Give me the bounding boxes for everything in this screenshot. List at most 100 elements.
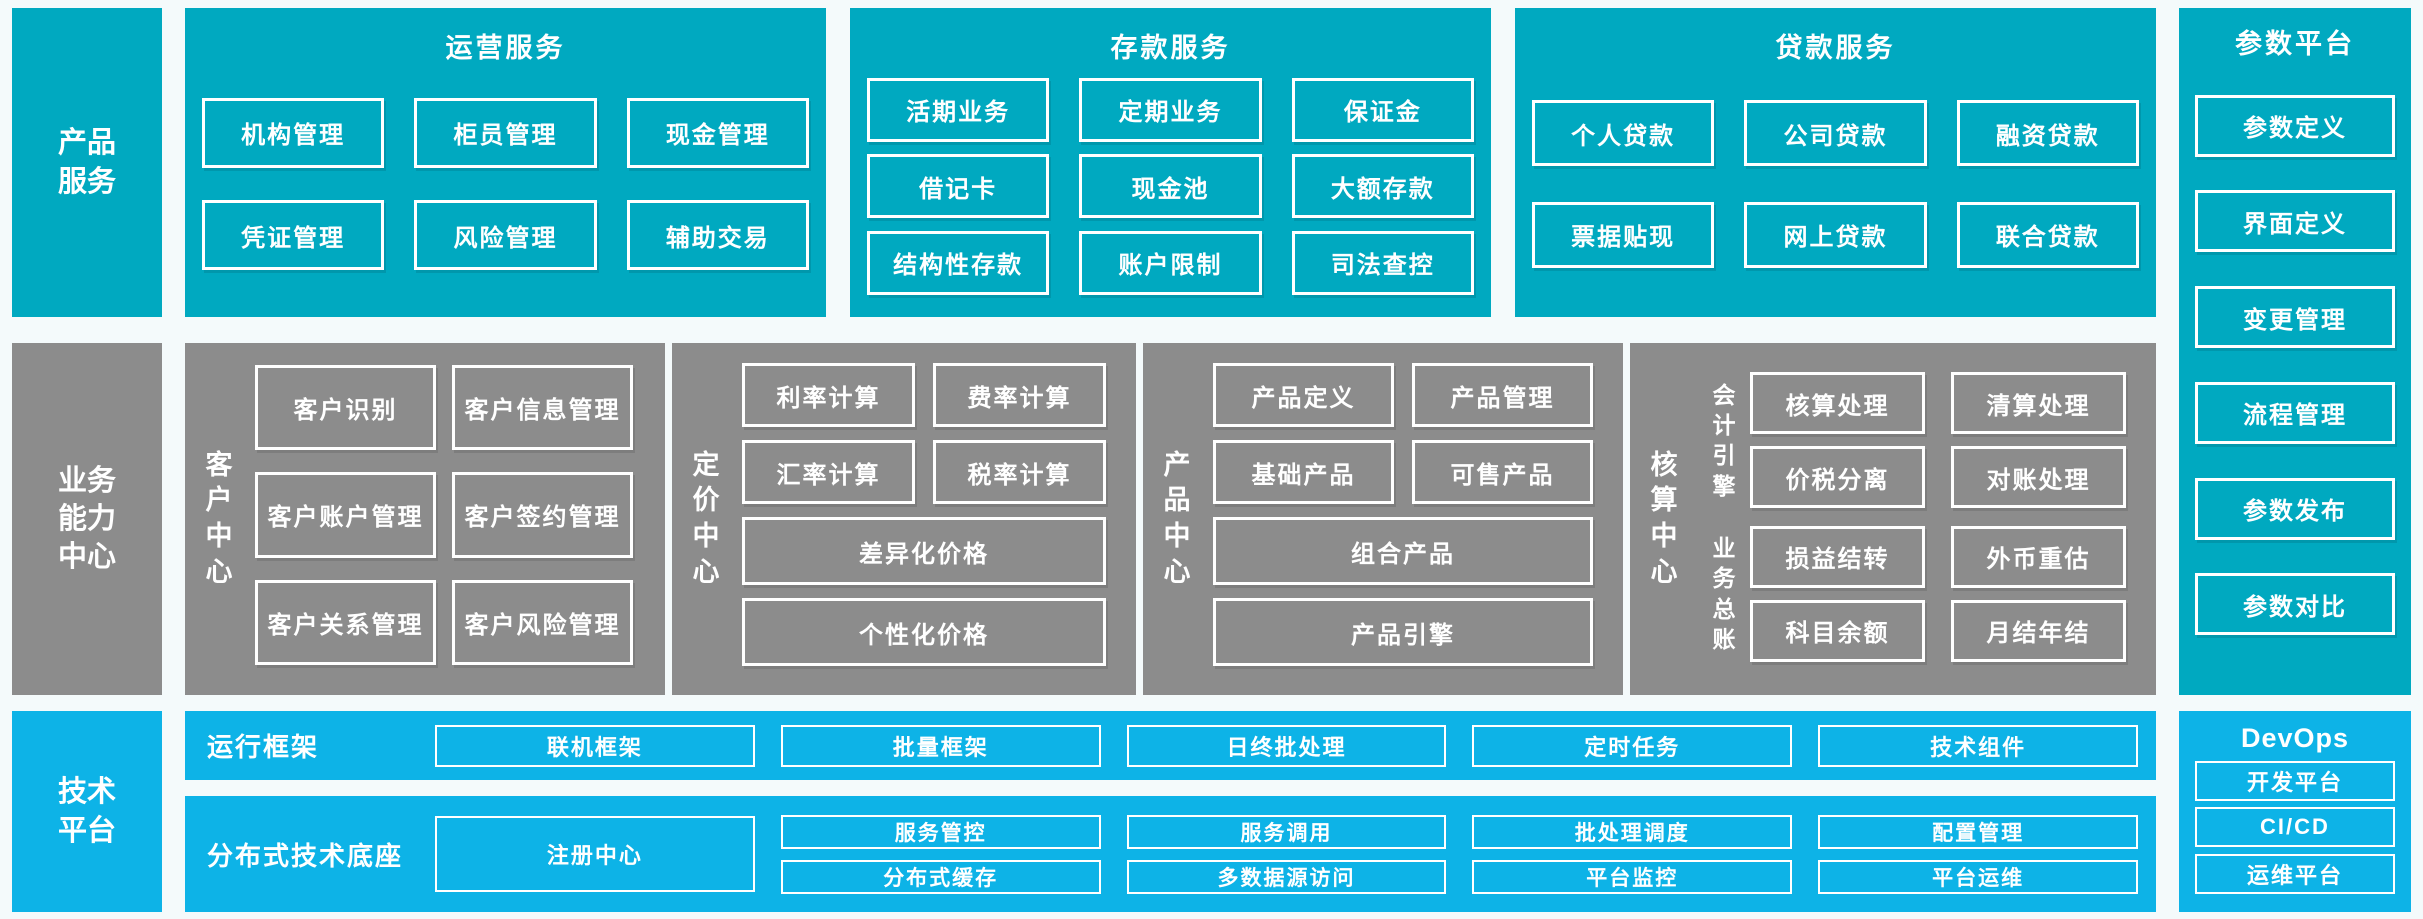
block-body: 产品定义 产品管理 基础产品 可售产品 组合产品 产品引擎: [1211, 343, 1623, 695]
box-row: 结构性存款 账户限制 司法查控: [867, 230, 1474, 295]
stacked-pair: 服务调用 多数据源访问: [1126, 814, 1447, 894]
module-box: 产品引擎: [1213, 598, 1593, 666]
center-label: 定 价 中 心: [692, 449, 720, 587]
box-row: 票据贴现 网上贷款 联合贷款: [1532, 201, 2139, 268]
product-services-row: 运营服务 机构管理 柜员管理 现金管理 凭证管理 风险管理 辅助交易 存款服务 …: [185, 8, 2156, 317]
section-label-technology-platform: 技术 平台: [12, 711, 162, 912]
block-distributed-tech-base: 分布式技术底座 注册中心 服务管控 分布式缓存 服务调用 多数据源访问 批处理调…: [185, 796, 2156, 912]
module-box: 运维平台: [2195, 853, 2395, 894]
module-box: 服务管控: [780, 814, 1101, 849]
section-label-text: 产品 服务: [57, 127, 116, 198]
module-box: 清算处理: [1951, 372, 2126, 435]
module-box: 税率计算: [933, 440, 1106, 504]
block-body: 个人贷款 公司贷款 融资贷款 票据贴现 网上贷款 联合贷款: [1515, 65, 2156, 317]
module-box: 差异化价格: [742, 517, 1106, 585]
block-title: DevOps: [2240, 723, 2350, 753]
section-label-text: 技术 平台: [57, 776, 116, 847]
module-box: 界面定义: [2195, 190, 2395, 253]
box-row: 机构管理 柜员管理 现金管理: [202, 97, 809, 168]
module-box: 批处理调度: [1472, 814, 1793, 849]
module-box: 辅助交易: [626, 200, 809, 271]
module-box: 定时任务: [1472, 724, 1793, 767]
module-box: 融资贷款: [1956, 100, 2139, 167]
block-title: 存款服务: [1110, 33, 1231, 63]
block-title: 参数平台: [2235, 29, 2355, 59]
module-box: 风险管理: [414, 200, 597, 271]
module-box: 对账处理: [1951, 446, 2126, 509]
module-box: 变更管理: [2195, 286, 2395, 349]
module-box: 开发平台: [2195, 760, 2395, 801]
block-body: 会 计 引 擎 核算处理 清算处理 价税分离 对账处理 业 务 总 账 损益结转…: [1698, 343, 2156, 695]
module-box: 现金池: [1079, 154, 1262, 218]
block-runtime-framework: 运行框架 联机框架 批量框架 日终批处理 定时任务 技术组件: [185, 711, 2156, 780]
block-title: 运营服务: [445, 33, 566, 63]
stacked-pair: 配置管理 平台运维: [1818, 814, 2138, 894]
block-operation-services: 运营服务 机构管理 柜员管理 现金管理 凭证管理 风险管理 辅助交易: [185, 8, 826, 317]
stacked-pair: 服务管控 分布式缓存: [780, 814, 1101, 894]
module-box: 机构管理: [202, 97, 385, 168]
module-box: 网上贷款: [1744, 201, 1927, 268]
block-customer-center: 客 户 中 心 客户识别 客户信息管理 客户账户管理 客户签约管理 客户关系管理…: [185, 343, 665, 695]
business-ledger-group: 业 务 总 账 损益结转 外币重估 科目余额 月结年结: [1698, 525, 2126, 662]
module-box: 流程管理: [2195, 381, 2395, 444]
block-title: 贷款服务: [1775, 33, 1896, 63]
module-box: 分布式缓存: [780, 859, 1101, 894]
box-grid: 利率计算 费率计算 汇率计算 税率计算: [742, 363, 1106, 504]
module-box: 汇率计算: [742, 440, 915, 504]
module-box: 客户账户管理: [255, 472, 436, 558]
box-row: 借记卡 现金池 大额存款: [867, 154, 1474, 218]
registry-column: 注册中心: [435, 816, 755, 892]
module-box: 个性化价格: [742, 598, 1106, 666]
block-body: 利率计算 费率计算 汇率计算 税率计算 差异化价格 个性化价格: [740, 343, 1136, 695]
box-row: 活期业务 定期业务 保证金: [867, 77, 1474, 142]
module-box: 参数对比: [2195, 573, 2395, 636]
block-body: 参数定义 界面定义 变更管理 流程管理 参数发布 参数对比: [2179, 61, 2411, 695]
block-body: 开发平台 CI/CD 运维平台: [2179, 754, 2411, 912]
block-body: 机构管理 柜员管理 现金管理 凭证管理 风险管理 辅助交易: [185, 65, 826, 317]
group-label: 会 计 引 擎: [1712, 381, 1736, 499]
module-box: 注册中心: [435, 816, 755, 892]
center-label: 核 算 中 心: [1650, 449, 1678, 587]
module-box: 平台监控: [1472, 859, 1793, 894]
block-loan-services: 贷款服务 个人贷款 公司贷款 融资贷款 票据贴现 网上贷款 联合贷款: [1515, 8, 2156, 317]
module-box: 客户关系管理: [255, 579, 436, 665]
box-row: 个人贷款 公司贷款 融资贷款: [1532, 100, 2139, 167]
module-box: 保证金: [1291, 77, 1474, 142]
accounting-engine-group: 会 计 引 擎 核算处理 清算处理 价税分离 对账处理: [1698, 372, 2126, 509]
block-accounting-center: 核 算 中 心 会 计 引 擎 核算处理 清算处理 价税分离 对账处理 业 务 …: [1630, 343, 2156, 695]
module-box: 活期业务: [867, 77, 1050, 142]
block-body: 联机框架 批量框架 日终批处理 定时任务 技术组件: [435, 724, 2156, 767]
module-box: 联合贷款: [1956, 201, 2139, 268]
module-box: 结构性存款: [867, 230, 1050, 295]
module-box: 多数据源访问: [1126, 859, 1447, 894]
block-body: 注册中心 服务管控 分布式缓存 服务调用 多数据源访问 批处理调度 平台监控 配…: [435, 814, 2156, 894]
box-grid: 损益结转 外币重估 科目余额 月结年结: [1750, 525, 2126, 662]
module-box: 月结年结: [1951, 599, 2126, 662]
module-box: 参数定义: [2195, 94, 2395, 157]
block-body: 活期业务 定期业务 保证金 借记卡 现金池 大额存款 结构性存款 账户限制 司法…: [850, 65, 1491, 317]
module-box: 配置管理: [1818, 814, 2138, 849]
stacked-pair: 批处理调度 平台监控: [1472, 814, 1793, 894]
module-box: 可售产品: [1412, 440, 1593, 504]
module-box: 联机框架: [435, 724, 755, 767]
block-pricing-center: 定 价 中 心 利率计算 费率计算 汇率计算 税率计算 差异化价格 个性化价格: [672, 343, 1136, 695]
module-box: 账户限制: [1079, 230, 1262, 295]
box-row: 凭证管理 风险管理 辅助交易: [202, 200, 809, 271]
module-box: 借记卡: [867, 154, 1050, 218]
module-box: 技术组件: [1818, 724, 2138, 767]
module-box: 组合产品: [1213, 517, 1593, 585]
technology-platform-rows: 运行框架 联机框架 批量框架 日终批处理 定时任务 技术组件 分布式技术底座 注…: [185, 711, 2156, 912]
block-body: 客户识别 客户信息管理 客户账户管理 客户签约管理 客户关系管理 客户风险管理: [253, 343, 665, 695]
module-box: 定期业务: [1079, 77, 1262, 142]
box-grid: 核算处理 清算处理 价税分离 对账处理: [1750, 372, 2126, 509]
block-parameter-platform: 参数平台 参数定义 界面定义 变更管理 流程管理 参数发布 参数对比: [2179, 8, 2411, 695]
module-box: 科目余额: [1750, 599, 1925, 662]
module-box: 客户识别: [255, 365, 436, 451]
module-box: 损益结转: [1750, 525, 1925, 588]
module-box: 大额存款: [1291, 154, 1474, 218]
module-box: 凭证管理: [202, 200, 385, 271]
module-box: 批量框架: [780, 724, 1101, 767]
module-box: 个人贷款: [1532, 100, 1715, 167]
module-box: 柜员管理: [414, 97, 597, 168]
